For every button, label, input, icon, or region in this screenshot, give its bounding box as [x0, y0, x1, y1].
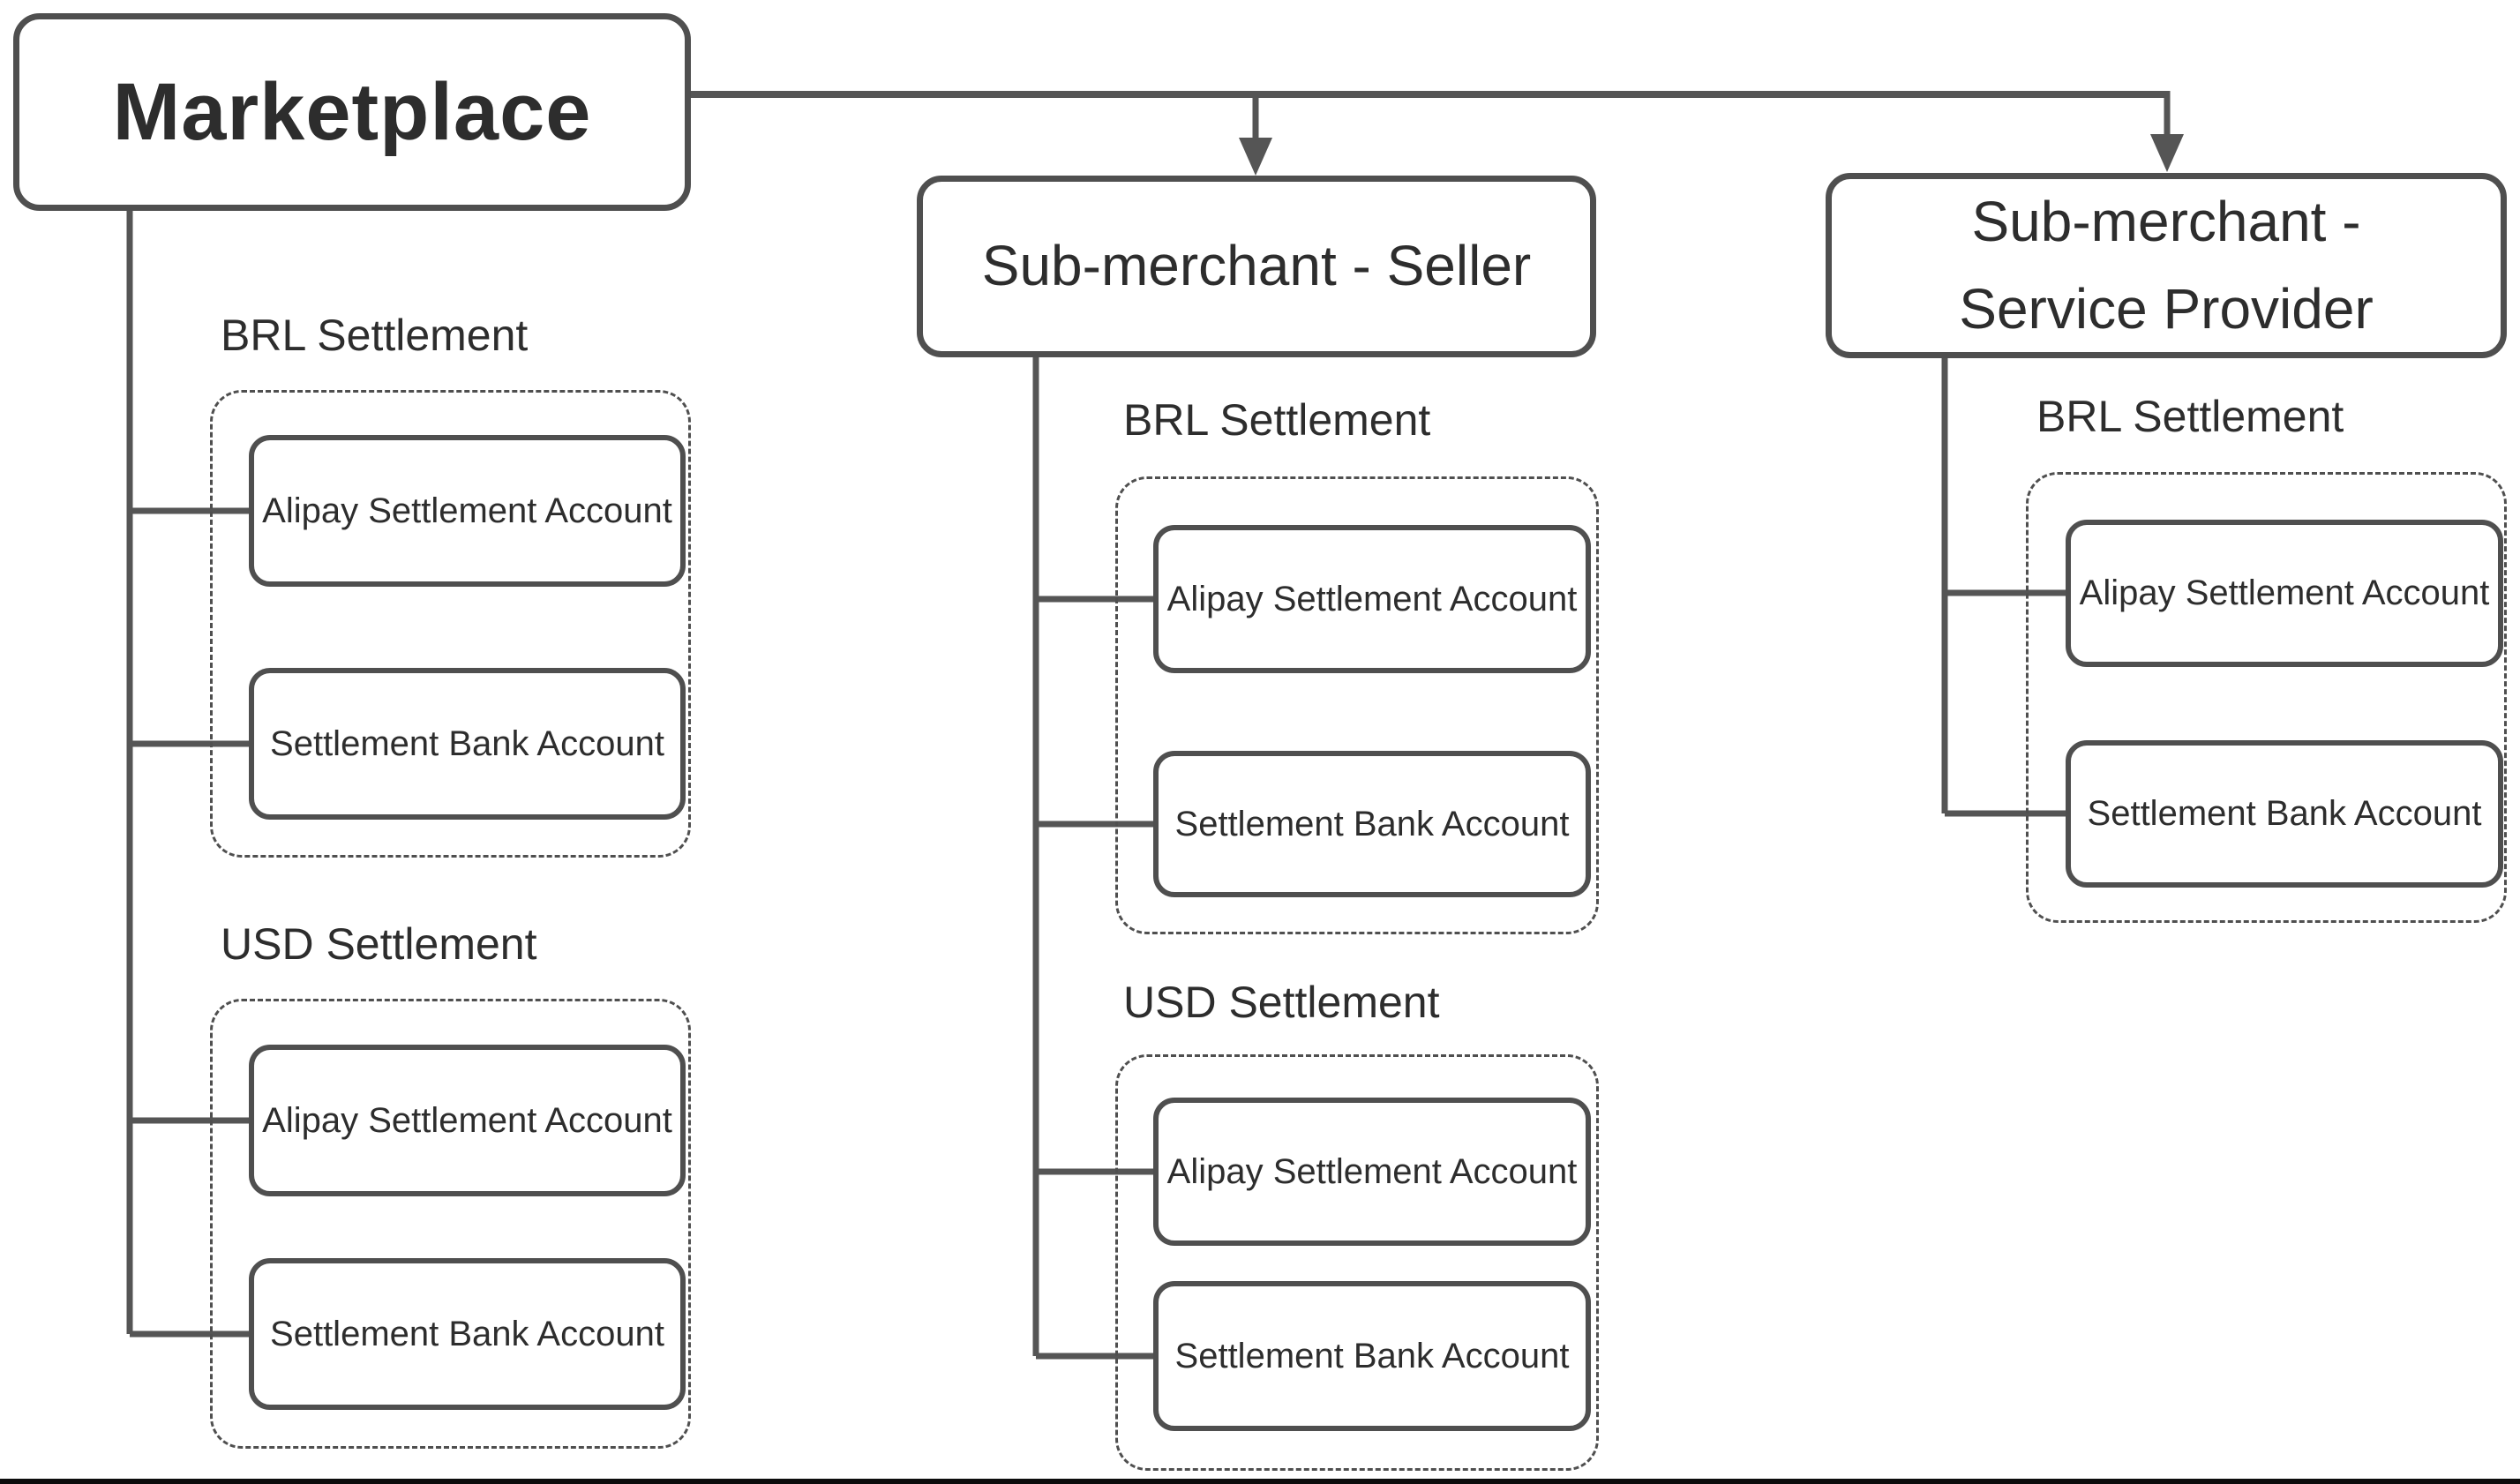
seller-brl-settlement-label: BRL Settlement	[1123, 395, 1431, 445]
node-marketplace-label: Marketplace	[112, 66, 592, 157]
node-sub-merchant-seller: Sub-merchant - Seller	[917, 176, 1596, 357]
seller-brl-alipay-account: Alipay Settlement Account	[1153, 525, 1591, 673]
seller-brl-group	[1115, 476, 1599, 934]
service-provider-brl-alipay-account: Alipay Settlement Account	[2066, 520, 2503, 667]
service-provider-brl-bank-account: Settlement Bank Account	[2066, 740, 2503, 888]
node-sub-merchant-service-provider-label-line1: Sub-merchant -	[1971, 189, 2361, 253]
top-connector	[691, 91, 2184, 176]
seller-usd-settlement-label: USD Settlement	[1123, 978, 1440, 1027]
marketplace-brl-group	[210, 390, 691, 858]
marketplace-trunk	[126, 210, 252, 1338]
node-sub-merchant-seller-label: Sub-merchant - Seller	[981, 234, 1532, 298]
marketplace-usd-group	[210, 999, 691, 1449]
seller-usd-alipay-account: Alipay Settlement Account	[1153, 1098, 1591, 1246]
marketplace-usd-alipay-account: Alipay Settlement Account	[249, 1045, 686, 1196]
service-provider-brl-settlement-label: BRL Settlement	[2036, 392, 2344, 441]
service-provider-trunk	[1941, 355, 2069, 817]
seller-usd-bank-account: Settlement Bank Account	[1153, 1281, 1591, 1431]
seller-brl-bank-account: Settlement Bank Account	[1153, 751, 1591, 897]
service-provider-brl-group	[2026, 472, 2507, 923]
node-sub-merchant-service-provider: Sub-merchant - Service Provider	[1826, 173, 2507, 358]
seller-trunk	[1032, 355, 1157, 1360]
arrowhead-down-icon	[1239, 138, 1272, 176]
marketplace-brl-alipay-account: Alipay Settlement Account	[249, 435, 686, 587]
node-marketplace: Marketplace	[13, 13, 691, 211]
marketplace-brl-bank-account: Settlement Bank Account	[249, 668, 686, 820]
window-bottom-edge	[0, 1479, 2520, 1484]
node-sub-merchant-service-provider-label-line2: Service Provider	[1959, 277, 2374, 341]
marketplace-brl-settlement-label: BRL Settlement	[221, 311, 529, 360]
seller-usd-group	[1115, 1054, 1599, 1471]
arrowhead-down-icon	[2150, 134, 2184, 172]
marketplace-usd-settlement-label: USD Settlement	[221, 919, 537, 969]
marketplace-usd-bank-account: Settlement Bank Account	[249, 1258, 686, 1410]
